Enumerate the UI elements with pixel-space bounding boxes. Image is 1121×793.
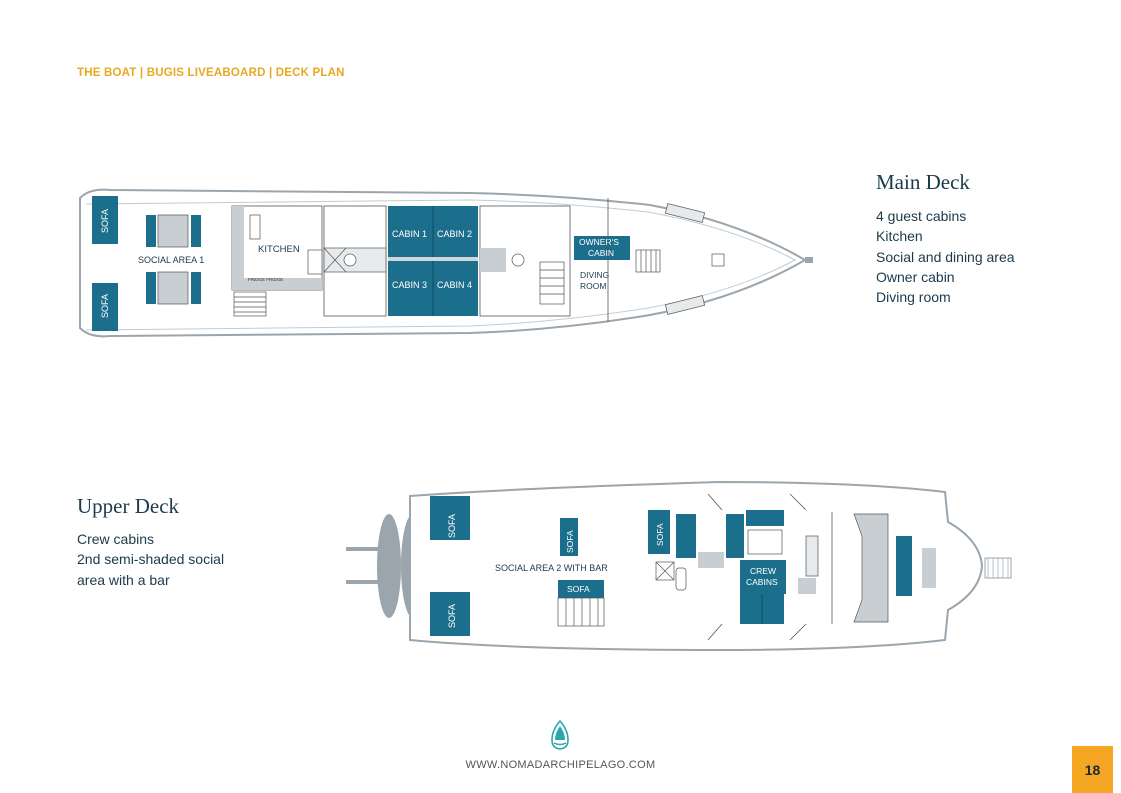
upper-deck-features: Crew cabins 2nd semi-shaded social area …: [77, 529, 224, 590]
owners-cabin-label-1: OWNER'S: [579, 237, 619, 247]
diving-room-label-2: ROOM: [580, 281, 606, 291]
upper-deck-feature: Crew cabins: [77, 531, 155, 547]
upper-sofa-4-label: SOFA: [567, 584, 590, 594]
page-number-badge: 18: [1072, 746, 1113, 793]
upper-sofa-1-label: SOFA: [447, 514, 457, 538]
breadcrumb: THE BOAT | BUGIS LIVEABOARD | DECK PLAN: [77, 67, 345, 79]
kitchen-label: KITCHEN: [258, 244, 300, 255]
diving-room-label-1: DIVING: [580, 270, 609, 280]
social-area-1-label: SOCIAL AREA 1: [138, 255, 204, 265]
main-sofa-bottom-label: SOFA: [100, 294, 110, 318]
footer-url: WWW.NOMADARCHIPELAGO.COM: [465, 759, 656, 771]
upper-sofa-5-label: SOFA: [655, 523, 665, 546]
upper-deck-feature: 2nd semi-shaded social: [77, 551, 225, 568]
main-deck-features: 4 guest cabins Kitchen Social and dining…: [876, 206, 1015, 307]
nomad-logo-icon: [551, 720, 569, 750]
owners-cabin-label-2: CABIN: [588, 248, 614, 258]
cabin-3-label: CABIN 3: [392, 280, 427, 290]
upper-sofa-3-label: SOFA: [565, 530, 575, 553]
main-deck-title: Main Deck: [876, 170, 970, 194]
main-deck-feature: Social and dining area: [876, 248, 1015, 265]
cabin-1-label: CABIN 1: [392, 229, 427, 239]
cabin-2-label: CABIN 2: [437, 229, 472, 239]
main-deck-feature: 4 guest cabins: [876, 208, 967, 224]
main-sofa-top-label: SOFA: [100, 209, 110, 233]
cabin-4-label: CABIN 4: [437, 280, 472, 290]
main-deck-feature: Kitchen: [876, 228, 923, 245]
social-area-2-label: SOCIAL AREA 2 WITH BAR: [495, 563, 608, 573]
upper-deck-title: Upper Deck: [77, 494, 180, 518]
fridge-label: FRIDGE FRIDGE: [248, 277, 283, 282]
upper-sofa-2-label: SOFA: [447, 604, 457, 628]
main-deck-feature: Owner cabin: [876, 268, 955, 285]
upper-deck-feature: area with a bar: [77, 571, 170, 588]
crew-cabins-label-1: CREW: [750, 566, 776, 576]
crew-cabins-label-2: CABINS: [746, 577, 778, 587]
main-deck-feature: Diving room: [876, 289, 951, 306]
